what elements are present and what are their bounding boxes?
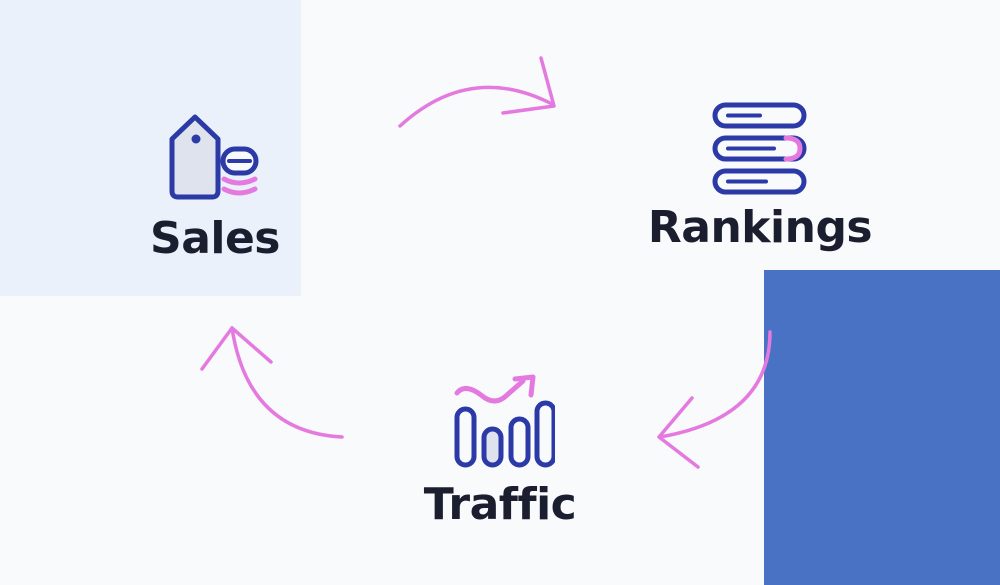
traffic-label: Traffic: [423, 479, 577, 530]
sales-label: Sales: [150, 213, 281, 264]
traffic-chart-icon: [445, 373, 555, 473]
rankings-node: Rankings: [630, 100, 890, 250]
ranking-list-icon: [708, 100, 812, 198]
arrow-rankings-to-traffic: [657, 330, 772, 469]
rankings-label: Rankings: [647, 202, 873, 253]
arrow-traffic-to-sales: [200, 326, 344, 439]
sales-node: Sales: [120, 105, 310, 261]
blue-decorative-block: [764, 270, 1000, 585]
sales-background-panel: [0, 0, 301, 296]
price-tag-coins-icon: [160, 105, 270, 201]
traffic-node: Traffic: [405, 373, 595, 527]
arrow-sales-to-rankings: [398, 56, 556, 128]
